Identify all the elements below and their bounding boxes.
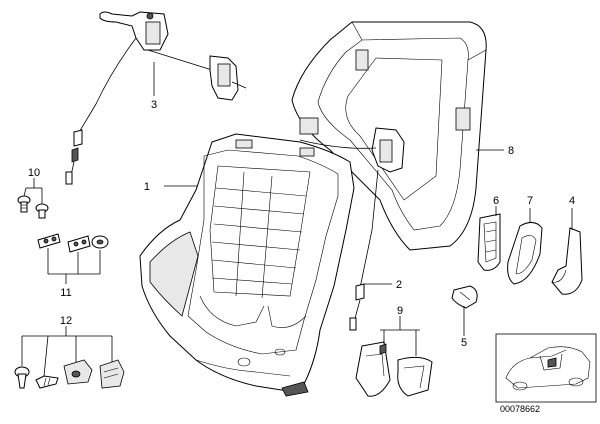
screws-part-10 — [17, 195, 49, 219]
image-code: 00078662 — [500, 404, 540, 414]
callout-9: 9 — [397, 305, 403, 317]
fasteners-part-12 — [14, 359, 125, 389]
backrest-frame-part-1 — [139, 133, 355, 397]
callout-6: 6 — [493, 195, 499, 207]
vehicle-inset — [495, 333, 597, 403]
car-icon — [505, 346, 591, 391]
lever-cap-part-4 — [551, 227, 583, 295]
leader-lines — [21, 62, 573, 377]
side-cover-part-7 — [507, 222, 543, 285]
upper-adjuster-part-3 — [65, 11, 247, 185]
callout-5: 5 — [461, 337, 467, 349]
frame-inner-slats — [211, 171, 307, 299]
callout-11: 11 — [60, 287, 71, 299]
clip-part-5 — [451, 285, 478, 309]
callout-4: 4 — [569, 195, 575, 207]
lower-covers-part-9 — [355, 341, 433, 397]
callout-7: 7 — [527, 195, 533, 207]
callout-8: 8 — [508, 145, 514, 157]
callout-3: 3 — [151, 99, 157, 111]
callout-2: 2 — [396, 279, 402, 291]
lower-adjuster-part-2 — [299, 127, 405, 331]
callout-1: 1 — [144, 181, 150, 193]
callout-10: 10 — [28, 167, 40, 179]
trim-panel-part-6 — [477, 213, 501, 271]
callout-12: 12 — [60, 315, 72, 327]
clips-part-11 — [37, 233, 109, 253]
